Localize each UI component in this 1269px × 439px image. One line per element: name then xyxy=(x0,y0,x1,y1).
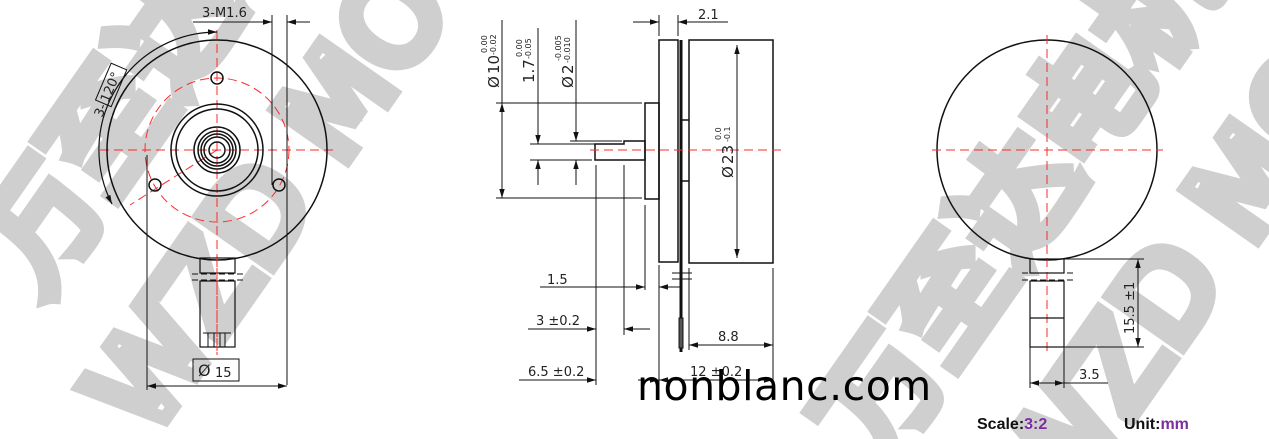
hub-dia-symbol: Ø xyxy=(485,76,503,88)
shaft-dia-tol-upper: -0.005 xyxy=(554,35,563,61)
unit-indicator: Unit:mm xyxy=(1124,417,1189,433)
shaft-dia-symbol: Ø xyxy=(559,76,577,88)
unit-key: Unit: xyxy=(1124,416,1161,433)
front-view-labels: 3-M1.6 3- 120° Ø 15 xyxy=(92,6,247,381)
site-label: nonblanc.com xyxy=(637,362,932,410)
body-dia-tol-lower: -0.1 xyxy=(723,126,732,142)
body-length-label: 12 ±0.2 xyxy=(690,365,742,380)
body-dia-symbol: Ø xyxy=(719,166,737,178)
bolt-hole-top xyxy=(210,71,224,85)
shaft-step-label: 3 ±0.2 xyxy=(536,314,580,329)
scale-value: 3:2 xyxy=(1024,416,1048,433)
hub-dia-tol-lower: -0.02 xyxy=(489,34,498,55)
dia15-symbol: Ø xyxy=(198,361,211,380)
shaft-dia-tol-lower: -0.010 xyxy=(563,37,572,63)
side-view xyxy=(496,15,782,385)
flange-thickness-label: 2.1 xyxy=(698,8,719,23)
hub-length-label: 1.5 xyxy=(547,273,568,288)
body-length-no-flange-label: 8.8 xyxy=(718,330,739,345)
side-view-labels: 2.1 Ø 10 0.00 -0.02 1.7 0.00 -0.05 Ø 2 -… xyxy=(480,8,742,380)
hub-dia-tol-upper: 0.00 xyxy=(480,35,489,53)
shaft-length-label: 6.5 ±0.2 xyxy=(528,365,584,380)
dia15-label: 15 xyxy=(215,366,232,381)
scale-indicator: Scale:3:2 xyxy=(977,417,1047,433)
hub-dia-label: 10 xyxy=(485,55,503,74)
body-dia-tol-upper: 0.0 xyxy=(714,127,723,140)
shaft-dia-label: 2 xyxy=(559,64,577,74)
thread-label: 3-M1.6 xyxy=(202,6,247,21)
bolt-hole-left xyxy=(148,178,162,192)
bolt-hole-right xyxy=(272,178,286,192)
front-view xyxy=(98,15,335,390)
rear-view-labels: 15.5 ±1 3.5 xyxy=(1079,282,1138,383)
lead-width-label: 3.5 xyxy=(1079,368,1100,383)
shaft-flat-label: 1.7 xyxy=(520,59,538,83)
angle-prefix: 3- xyxy=(92,101,111,119)
lead-length-label: 15.5 ±1 xyxy=(1123,282,1138,334)
angle-arc xyxy=(98,29,218,205)
unit-value: mm xyxy=(1160,416,1189,433)
body-dia-label: 23 xyxy=(719,145,737,164)
dia15-box xyxy=(192,358,240,382)
rear-view xyxy=(932,35,1163,388)
scale-key: Scale: xyxy=(977,416,1025,433)
shaft-flat-tol-upper: 0.00 xyxy=(515,39,524,57)
shaft-flat-tol-lower: -0.05 xyxy=(524,38,533,59)
